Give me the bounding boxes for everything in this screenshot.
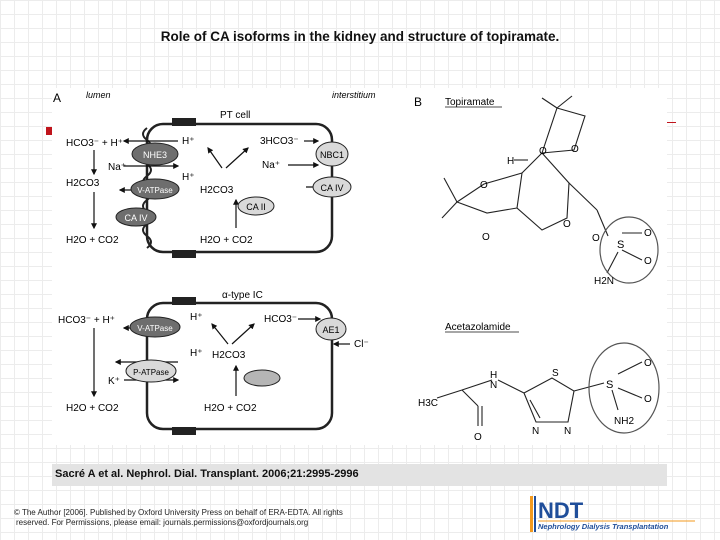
acetazolamide-ring-s: S [552,368,559,379]
patpase-label: P-ATPase [133,368,169,377]
pt-h2co3-mid: H2CO3 [200,185,234,196]
ndt-logo-graphic: NDT Nephrology Dialysis Transplantation [530,496,695,532]
ic-junction-top [172,297,196,305]
topiramate-sulfamate-ring [599,216,659,284]
ae1-transporter [315,317,347,341]
citation-text: Sacré A et al. Nephrol. Dial. Transplant… [55,468,359,480]
acetazolamide-s: S [606,379,613,391]
pt-na-left: Na⁺ [108,162,126,173]
pt-h2o-co2-left: H2O + CO2 [66,235,119,246]
acetazolamide-nh-n: N [490,380,497,391]
acetazolamide-h3c: H3C [418,398,438,409]
slide-title: Role of CA isoforms in the kidney and st… [160,29,560,44]
acetazolamide-ring-n2: N [564,426,571,437]
logo-orange-bar [530,496,533,532]
arrow-ic-dissoc-left [211,323,229,345]
accent-line [662,122,676,123]
pt-h-mid: H⁺ [182,172,195,183]
topiramate-s: S [617,239,624,251]
acetazolamide-structure [436,361,643,426]
ic-h2o-co2-mid: H2O + CO2 [204,403,257,414]
citation-bar: Sacré A et al. Nephrol. Dial. Transplant… [52,464,667,486]
ndt-logo: NDT Nephrology Dialysis Transplantation [530,496,700,532]
pt-h-top: H⁺ [182,136,195,147]
lumen-label: lumen [86,90,111,100]
ca-ii-pt-label: CA II [246,202,266,212]
topiramate-h2n: H2N [594,276,614,287]
ca-iv-left-label: CA IV [124,213,147,223]
topiramate-o8: O [644,256,652,267]
topiramate-o6: O [592,233,600,244]
ic-cell-label: α-type IC [222,290,263,301]
acetazolamide-o2: O [644,358,652,369]
ic-cl: Cl⁻ [354,339,369,350]
vatpase-pt-transporter [130,178,180,200]
arrow-pt-dissoc-left [207,147,223,169]
nbc1-label: NBC1 [320,150,344,160]
acetazolamide-nh2: NH2 [614,416,634,427]
nhe3-transporter [131,142,179,166]
figure-svg: A lumen interstitium PT cell HCO3⁻ + H⁺ … [53,90,660,443]
ic-h-top: H⁺ [190,312,203,323]
acetazolamide-o1: O [474,432,482,443]
topiramate-o4: O [482,232,490,243]
panel-b-label: B [414,95,422,109]
ic-k: K⁺ [108,376,120,387]
pt-h2o-co2-mid: H2O + CO2 [200,235,253,246]
ae1-label: AE1 [322,325,339,335]
nhe3-label: NHE3 [143,150,167,160]
vatpase-ic-label: V-ATPase [137,324,173,333]
acetazolamide-o3: O [644,394,652,405]
nbc1-transporter [315,141,349,167]
pt-h2co3-left: H2CO3 [66,178,100,189]
ic-h2co3: H2CO3 [212,350,246,361]
topiramate-o3: O [480,180,488,191]
ca-iv-right-label: CA IV [320,183,343,193]
logo-blue-bar [534,496,536,532]
topiramate-structure [441,95,643,274]
ca-ii-pt-enzyme [237,196,275,216]
figure-panel: A lumen interstitium PT cell HCO3⁻ + H⁺ … [52,88,667,445]
pt-junction-top [172,118,196,126]
topiramate-o5: O [563,219,571,230]
copyright-notice: © The Author [2006]. Published by Oxford… [14,508,404,528]
copyright-line-1: © The Author [2006]. Published by Oxford… [14,508,343,517]
panel-a-label: A [53,91,61,105]
logo-full-name: Nephrology Dialysis Transplantation [538,522,669,531]
patpase-transporter [125,359,177,383]
acetazolamide-sulfonamide-ring [588,342,660,434]
ic-hco3-h: HCO3⁻ + H⁺ [58,315,115,326]
ic-junction-bottom [172,427,196,435]
interstitium-label: interstitium [332,90,376,100]
bullet-marker [46,127,54,135]
pt-cell-label: PT cell [220,110,250,121]
topiramate-o7: O [644,228,652,239]
ca-iv-left-enzyme [115,207,157,227]
pt-na-right: Na⁺ [262,160,280,171]
pt-hco3-h: HCO3⁻ + H⁺ [66,138,123,149]
topiramate-label: Topiramate [445,97,495,108]
arrow-ic-dissoc-right [231,323,255,345]
pt-3hco3: 3HCO3⁻ [260,136,299,147]
acetazolamide-label: Acetazolamide [445,322,511,333]
topiramate-o2: O [571,144,579,155]
acetazolamide-ring-n1: N [532,426,539,437]
logo-ndt-text: NDT [538,498,584,523]
ic-h-mid: H⁺ [190,348,203,359]
topiramate-o1: O [539,146,547,157]
ca-iv-right-enzyme [312,176,352,198]
acetazolamide-nh-h: H [490,370,497,381]
pt-junction-bottom [172,250,196,258]
arrow-pt-dissoc-right [225,147,249,169]
copyright-line-2: reserved. For Permissions, please email:… [16,518,309,527]
vatpase-ic-transporter [129,316,181,338]
vatpase-pt-label: V-ATPase [137,186,173,195]
ic-h2o-co2-left: H2O + CO2 [66,403,119,414]
topiramate-h: H [507,156,514,167]
ic-hco3: HCO3⁻ [264,314,297,325]
ca-ii-ic-enzyme [243,369,281,387]
